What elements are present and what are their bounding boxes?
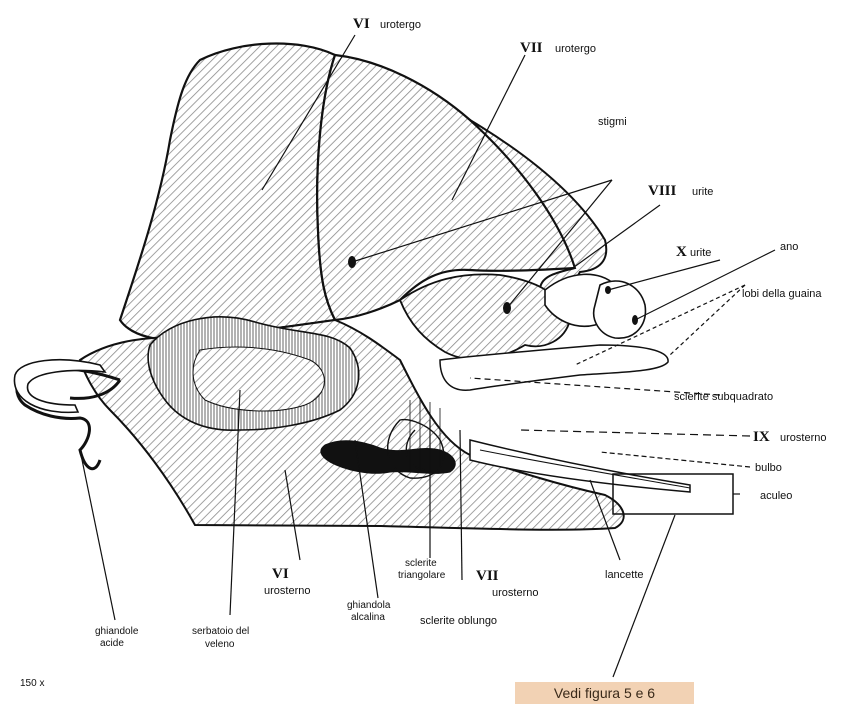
vi-urotergo-plate bbox=[120, 44, 335, 341]
vi-urotergo-roman: VI bbox=[353, 16, 370, 32]
vi-urosterno-roman: VI bbox=[272, 566, 289, 582]
lobi-guaina-label: lobi della guaina bbox=[742, 288, 822, 300]
ghiandole-acide-line1: ghiandole bbox=[95, 626, 139, 637]
bulbo-label: bulbo bbox=[755, 462, 782, 474]
aculeo-label: aculeo bbox=[760, 490, 792, 502]
sclerite-subquadrato-label: sclerite subquadrato bbox=[674, 391, 773, 403]
viii-urite-text: urite bbox=[692, 186, 713, 198]
x-urite-text: urite bbox=[690, 247, 711, 259]
lancette-label: lancette bbox=[605, 569, 644, 581]
vii-urotergo-text: urotergo bbox=[555, 43, 596, 55]
ano-label: ano bbox=[780, 241, 798, 253]
serbatoio-veleno-line1: serbatoio del bbox=[192, 626, 249, 637]
sclerite-oblungo-label: sclerite oblungo bbox=[420, 615, 497, 627]
ghiandola-alcalina-line1: ghiandola bbox=[347, 600, 391, 611]
ghiandole-acide-line2: acide bbox=[100, 638, 124, 649]
anus-lobe bbox=[594, 281, 646, 338]
scale-label: 150 x bbox=[20, 678, 44, 689]
sclerite-triangolare-line1: sclerite bbox=[405, 558, 437, 569]
x-urite-roman: X bbox=[676, 244, 687, 260]
vii-urotergo-roman: VII bbox=[520, 40, 543, 56]
ghiandola-alcalina-line2: alcalina bbox=[351, 612, 385, 623]
figure-reference-link[interactable]: Vedi figura 5 e 6 bbox=[515, 682, 694, 704]
vi-urosterno-text: urosterno bbox=[264, 585, 310, 597]
ix-urosterno-roman: IX bbox=[753, 429, 770, 445]
vii-urosterno-text: urosterno bbox=[492, 587, 538, 599]
viii-urite-roman: VIII bbox=[648, 183, 677, 199]
vi-urotergo-text: urotergo bbox=[380, 19, 421, 31]
vii-urosterno-roman: VII bbox=[476, 568, 499, 584]
serbatoio-veleno-line2: veleno bbox=[205, 639, 235, 650]
stigmi-label: stigmi bbox=[598, 116, 627, 128]
sclerite-triangolare-line2: triangolare bbox=[398, 570, 446, 581]
ix-urosterno-text: urosterno bbox=[780, 432, 826, 444]
